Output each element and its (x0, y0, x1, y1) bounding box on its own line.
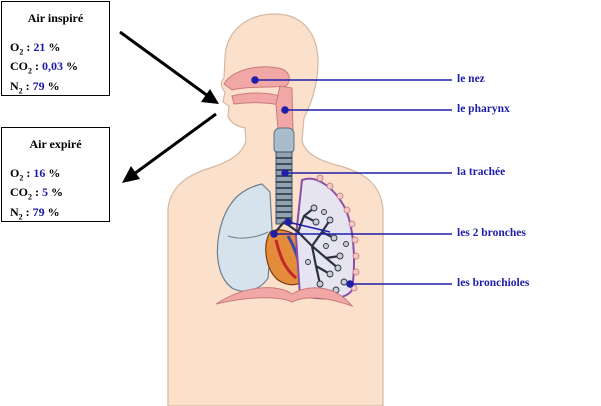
exhale-arrow (122, 112, 217, 183)
expired-air-box: Air expiré O2 : 16 % CO2 : 5 % N2 : 79 % (1, 127, 110, 222)
label-nose: le nez (457, 73, 485, 85)
inspired-n2-row: N2 : 79 % (10, 78, 60, 96)
label-bronchioles: les bronchioles (457, 277, 530, 289)
expired-o2-row: O2 : 16 % (10, 166, 61, 183)
inspired-air-box: Air inspiré O2 : 21 % CO2 : 0,03 % N2 : … (1, 1, 110, 96)
diaphragm (215, 287, 354, 308)
label-bronchi: les 2 bronches (457, 227, 526, 239)
label-pharynx: le pharynx (457, 103, 510, 115)
pleura-dots (316, 174, 360, 292)
inspired-air-title: Air inspiré (27, 11, 84, 25)
expired-n2-row: N2 : 79 % (10, 204, 60, 222)
inspired-co2-row: CO2 : 0,03 % (10, 59, 78, 76)
expired-air-title: Air expiré (29, 137, 82, 151)
expired-co2-row: CO2 : 5 % (10, 185, 63, 202)
label-trachea: la trachée (457, 166, 506, 178)
inhale-arrow (119, 30, 219, 104)
pointer-lines (251, 76, 452, 288)
alveoli-clusters (305, 204, 349, 299)
trachea (275, 151, 293, 225)
larynx (273, 127, 295, 155)
inspired-o2-row: O2 : 21 % (10, 40, 61, 57)
